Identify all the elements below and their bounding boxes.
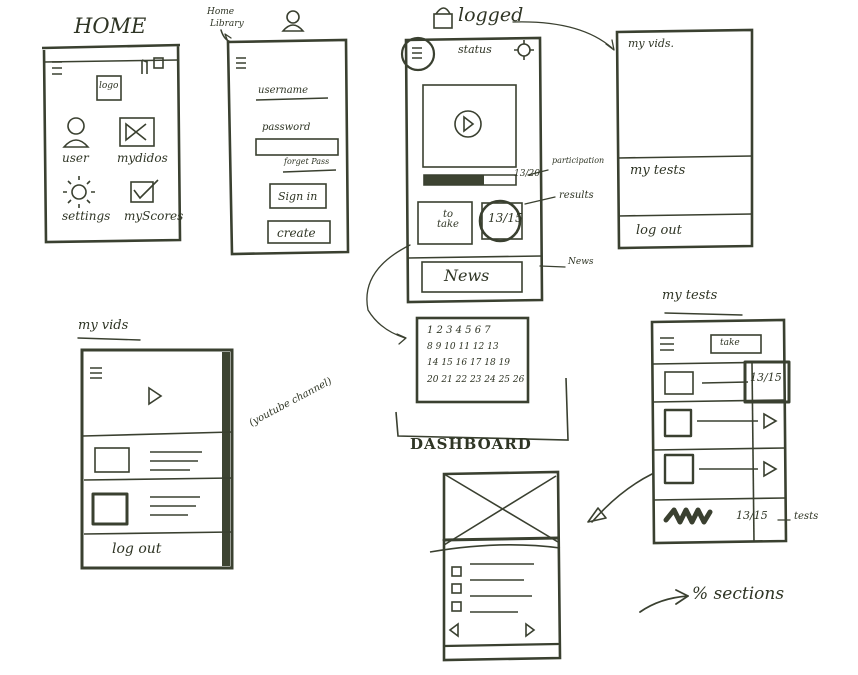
menu-highlight-circle (400, 36, 436, 72)
menu-icon[interactable] (412, 47, 422, 59)
menu-panel (615, 28, 754, 250)
home-title: HOME (74, 14, 147, 38)
gear-icon[interactable] (514, 40, 534, 60)
library-note: Library (210, 19, 244, 29)
gear-icon[interactable] (63, 176, 95, 208)
menu-icon[interactable] (90, 367, 102, 379)
dashboard-label: DASHBOARD (410, 435, 532, 453)
score-box[interactable] (481, 202, 523, 240)
arrow-to-calendar (366, 244, 411, 339)
sections-annotation: % sections (692, 584, 785, 604)
results-annotation: results (559, 190, 594, 201)
take-tab[interactable] (710, 334, 762, 354)
arrow-to-quiz (591, 473, 653, 523)
my-vids-title: my vids (78, 318, 129, 333)
username-field[interactable] (255, 97, 329, 101)
logged-title: logged (458, 4, 524, 26)
test-thumbnail[interactable] (663, 408, 693, 438)
arrow-sections (639, 595, 689, 613)
logged-screen (366, 7, 615, 345)
password-label: password (262, 122, 311, 133)
calendar-row: 1 2 3 4 5 6 7 (427, 325, 491, 336)
progress-fill (424, 175, 484, 185)
music-icon[interactable] (141, 57, 164, 74)
quiz-screen (429, 470, 562, 662)
calendar-row: 20 21 22 23 24 25 26 (427, 375, 525, 385)
play-icon[interactable] (148, 386, 163, 406)
username-label: username (258, 85, 309, 96)
to-take-label[interactable]: to take (437, 209, 459, 230)
video-thumbnail[interactable] (91, 492, 129, 526)
my-tests-title: my tests (662, 288, 718, 303)
progress-bar (423, 174, 517, 186)
score-box[interactable] (743, 360, 791, 404)
forgot-password-link[interactable]: forget Pass (284, 157, 330, 166)
calendar-row: 8 9 10 11 12 13 (427, 342, 499, 352)
score-circle (478, 199, 522, 243)
myscores-label[interactable]: myScores (124, 209, 184, 223)
home-screen (41, 43, 182, 244)
my-vids-screen (77, 337, 234, 570)
menu-icon[interactable] (52, 61, 62, 75)
footer-score-text: 13/15 (736, 509, 768, 522)
sign-in-button[interactable] (269, 183, 327, 209)
login-screen (220, 10, 350, 256)
video-thumbnail[interactable] (94, 447, 130, 473)
to-take-button[interactable] (417, 201, 473, 245)
take-tab-label[interactable]: take (720, 338, 740, 348)
play-icon[interactable] (454, 110, 482, 138)
person-icon (281, 10, 305, 32)
test-thumbnail[interactable] (664, 371, 694, 395)
create-label[interactable]: create (277, 226, 316, 240)
settings-label[interactable]: settings (62, 209, 111, 223)
checkbox-icon[interactable] (130, 179, 159, 203)
calendar-row: 14 15 16 17 18 19 (427, 358, 511, 368)
answer-checkbox[interactable] (451, 566, 462, 577)
home-note: Home (207, 7, 235, 17)
video-icon[interactable] (119, 117, 155, 147)
password-field[interactable] (255, 138, 339, 156)
prev-arrow-icon[interactable] (448, 622, 459, 638)
logo-box (96, 75, 122, 101)
status-label: status (458, 43, 492, 56)
menu-icon[interactable] (660, 337, 674, 351)
my-vids-link[interactable]: my vids. (628, 37, 675, 50)
play-icon[interactable] (763, 412, 778, 430)
scribble-label (663, 507, 713, 525)
create-button[interactable] (267, 220, 331, 244)
test-thumbnail[interactable] (663, 453, 695, 485)
my-tests-link[interactable]: my tests (630, 163, 686, 178)
progress-text: 13/20 (514, 169, 540, 179)
news-button[interactable] (421, 261, 523, 293)
participation-annotation: participation (552, 156, 605, 165)
logo-label: logo (99, 81, 119, 91)
arrow-participation (527, 169, 549, 176)
my-tests-screen (587, 312, 791, 545)
news-annotation: News (568, 257, 594, 267)
calendar-widget (395, 316, 569, 441)
log-out-button[interactable]: log out (112, 541, 162, 557)
tests-annotation: tests (794, 511, 819, 522)
play-icon[interactable] (763, 460, 778, 478)
menu-icon[interactable] (236, 57, 246, 69)
answer-checkbox[interactable] (451, 601, 462, 612)
lock-icon (433, 7, 453, 29)
myvideos-label[interactable]: mydidos (117, 151, 168, 165)
user-label[interactable]: user (62, 151, 89, 165)
test-score-text[interactable]: 13/15 (750, 371, 782, 384)
sign-in-label[interactable]: Sign in (278, 190, 318, 203)
news-label[interactable]: News (444, 266, 490, 285)
answer-checkbox[interactable] (451, 583, 462, 594)
arrow-results (524, 196, 556, 205)
video-player[interactable] (422, 84, 517, 168)
log-out-link[interactable]: log out (636, 223, 682, 238)
arrow-news (539, 265, 566, 268)
next-arrow-icon[interactable] (525, 622, 536, 638)
score-text[interactable]: 13/15 (488, 211, 523, 225)
user-icon[interactable] (62, 117, 90, 148)
arrow-to-menu (512, 21, 613, 49)
